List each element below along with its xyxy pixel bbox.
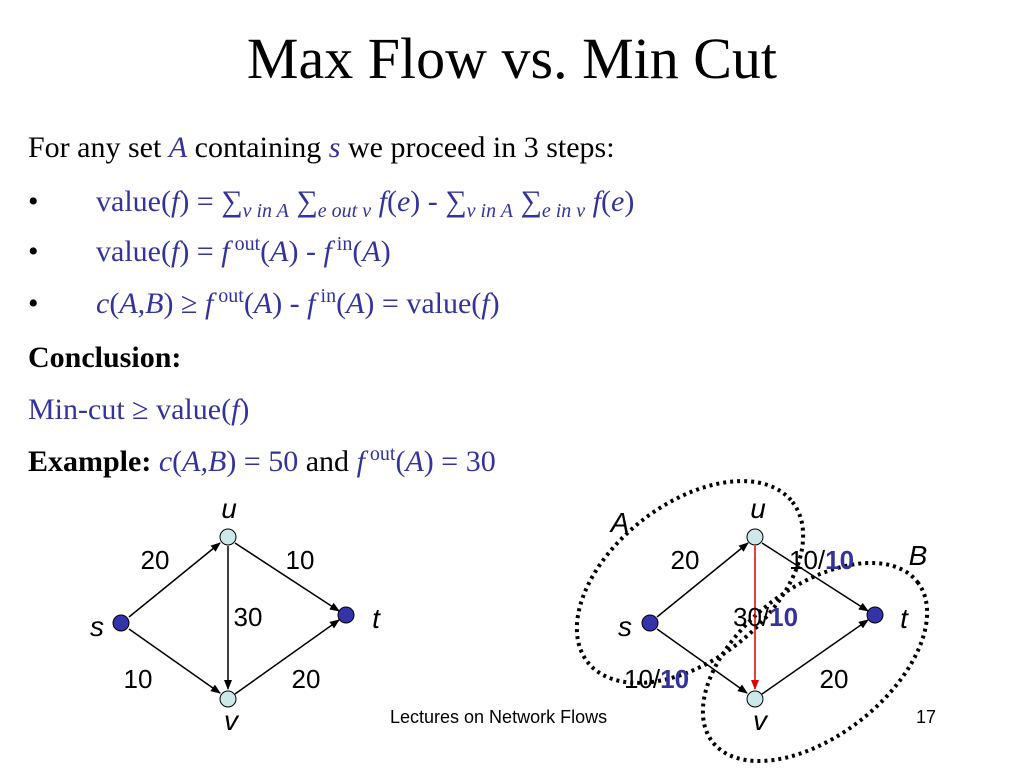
set-a-boundary — [574, 479, 806, 685]
label-set-b: B — [909, 540, 928, 571]
flow-s-v: 10/10 — [624, 664, 689, 694]
bullet-marker-3: • — [28, 287, 39, 320]
label-set-a: A — [609, 507, 630, 538]
page-number: 17 — [916, 707, 937, 727]
intro-text-3: we proceed in 3 steps: — [340, 131, 615, 164]
flow-u-v: 30/10 — [733, 602, 798, 632]
conclusion-statement: Min-cut ≥ value(f) — [28, 393, 250, 426]
edge-s-v — [128, 628, 221, 694]
node-s-right — [641, 614, 659, 632]
example-line: Example: c(A,B) = 50 and f out(A) = 30 — [28, 443, 496, 478]
slide-title: Max Flow vs. Min Cut — [246, 26, 778, 91]
capacity-v-t: 20 — [292, 664, 321, 694]
node-v — [219, 690, 237, 708]
edge-s-u — [128, 542, 221, 618]
capacity-v-t-right: 20 — [820, 664, 849, 694]
set-b-boundary — [700, 560, 930, 764]
capacity-u-t: 10 — [286, 545, 315, 575]
capacity-u-v: 30 — [234, 602, 263, 632]
node-t — [337, 606, 355, 624]
bullet-marker-2: • — [28, 235, 39, 268]
node-v-right — [746, 690, 764, 708]
capacity-s-v: 10 — [124, 664, 153, 694]
edge-s-v-right — [656, 628, 748, 694]
bullet-marker-1: • — [28, 185, 39, 218]
edge-v-t — [234, 619, 340, 695]
edge-u-t — [234, 542, 340, 612]
node-u-right — [746, 528, 764, 546]
bullet-3-formula: c(A,B) ≥ f out(A) - f in(A) = value(f) — [96, 285, 500, 320]
left-graph: u v s t 20 10 30 10 20 — [90, 493, 381, 736]
bullet-1-formula: value(f) = ∑v in A ∑e out v f(e) - ∑v in… — [96, 185, 635, 222]
capacity-s-u: 20 — [141, 545, 170, 575]
intro-text-1: For any set — [28, 131, 169, 164]
edge-s-u-right — [656, 542, 749, 618]
intro-text-2: containing — [187, 131, 329, 164]
edge-v-t-right — [761, 619, 869, 695]
bullet-2-formula: value(f) = f out(A) - f in(A) — [96, 233, 391, 268]
label-node-s: s — [90, 611, 104, 642]
label-node-t: t — [372, 603, 381, 634]
conclusion-label: Conclusion: — [28, 341, 182, 374]
footer-text: Lectures on Network Flows — [390, 707, 608, 727]
label-node-t-right: t — [900, 603, 909, 634]
label-node-u-right: u — [750, 493, 766, 524]
label-node-u: u — [221, 493, 237, 524]
label-node-s-right: s — [618, 611, 632, 642]
label-node-v: v — [224, 705, 240, 736]
right-graph: A B u v s t 20 10/10 30/10 10/10 20 — [574, 479, 930, 764]
intro-line: For any set A containing s we proceed in… — [28, 128, 615, 168]
intro-set-a: A — [168, 131, 188, 164]
intro-source: s — [328, 131, 341, 164]
edge-u-t-right — [761, 542, 869, 612]
node-u — [219, 528, 237, 546]
label-node-v-right: v — [753, 705, 769, 736]
node-s — [112, 614, 130, 632]
flow-u-t: 10/10 — [789, 545, 854, 575]
node-t-right — [866, 606, 884, 624]
example-label: Example: — [28, 445, 152, 478]
capacity-s-u-right: 20 — [671, 545, 700, 575]
